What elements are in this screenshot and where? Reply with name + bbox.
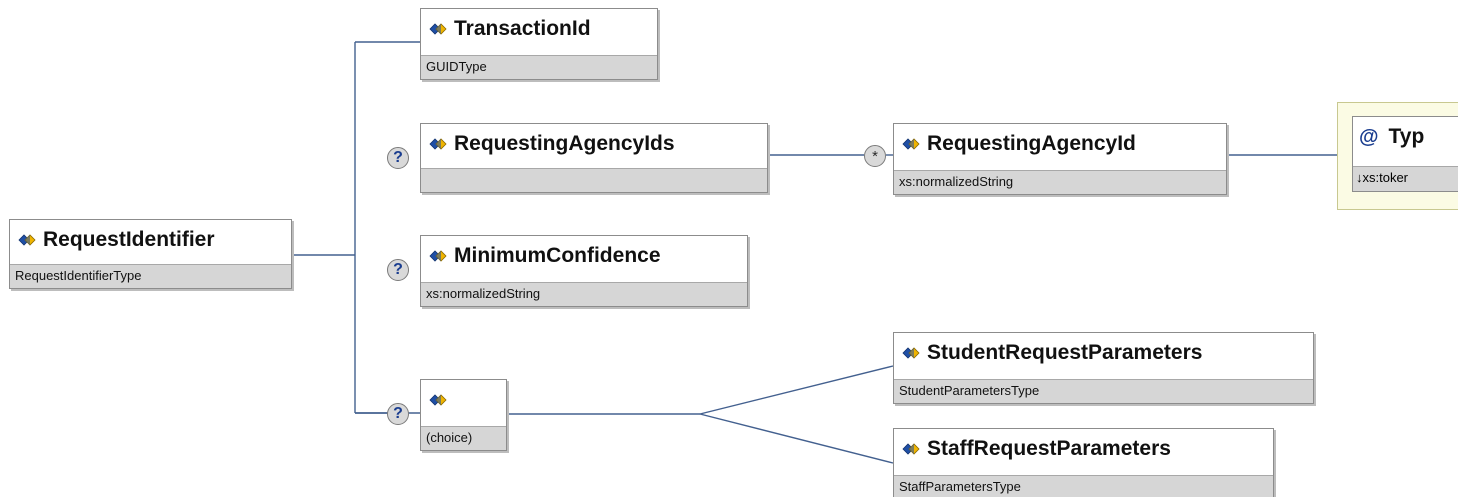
node-type: xs:normalizedString — [894, 170, 1226, 194]
node-title — [421, 380, 506, 420]
node-transaction-id[interactable]: TransactionId GUIDType — [420, 8, 658, 80]
node-title: RequestingAgencyIds — [421, 124, 767, 164]
node-minimum-confidence[interactable]: MinimumConfidence xs:normalizedString — [420, 235, 748, 307]
node-label: RequestingAgencyId — [927, 132, 1136, 155]
connector-line — [699, 413, 894, 464]
node-student-request-parameters[interactable]: StudentRequestParameters StudentParamete… — [893, 332, 1314, 404]
optional-badge: ? — [387, 147, 409, 169]
attribute-label: Typ — [1388, 125, 1425, 148]
node-title: TransactionId — [421, 9, 657, 49]
node-type: RequestIdentifierType — [10, 264, 291, 288]
node-label: RequestingAgencyIds — [454, 132, 675, 155]
node-title: RequestIdentifier — [10, 220, 291, 260]
node-title: StudentRequestParameters — [894, 333, 1313, 373]
element-icon — [902, 442, 920, 456]
optional-badge: ? — [387, 403, 409, 425]
element-icon — [18, 233, 36, 247]
element-icon — [429, 249, 447, 263]
node-type: (choice) — [421, 426, 506, 450]
node-label: MinimumConfidence — [454, 244, 661, 267]
element-icon — [429, 22, 447, 36]
connector-line — [699, 365, 894, 415]
element-icon — [902, 137, 920, 151]
attribute-type: ↓xs:toker — [1353, 166, 1458, 191]
node-attribute-type[interactable]: @ Typ ↓xs:toker — [1352, 116, 1458, 192]
node-label: RequestIdentifier — [43, 228, 215, 251]
node-title: MinimumConfidence — [421, 236, 747, 276]
node-choice[interactable]: (choice) — [420, 379, 507, 451]
node-type: StudentParametersType — [894, 379, 1313, 403]
node-title: StaffRequestParameters — [894, 429, 1273, 469]
node-type — [421, 168, 767, 192]
element-icon — [429, 137, 447, 151]
node-requesting-agency-ids[interactable]: RequestingAgencyIds — [420, 123, 768, 193]
node-requesting-agency-id[interactable]: RequestingAgencyId xs:normalizedString — [893, 123, 1227, 195]
repeat-badge: * — [864, 145, 886, 167]
attribute-title: @ Typ — [1353, 117, 1458, 157]
node-title: RequestingAgencyId — [894, 124, 1226, 164]
node-type: GUIDType — [421, 55, 657, 79]
element-icon — [902, 346, 920, 360]
attribute-icon: @ — [1359, 125, 1379, 148]
element-icon — [429, 393, 447, 407]
node-type: StaffParametersType — [894, 475, 1273, 497]
node-label: StaffRequestParameters — [927, 437, 1171, 460]
node-type: xs:normalizedString — [421, 282, 747, 306]
node-label: TransactionId — [454, 17, 591, 40]
node-request-identifier[interactable]: RequestIdentifier RequestIdentifierType — [9, 219, 292, 289]
attribute-group: @ Typ ↓xs:toker — [1337, 102, 1458, 210]
node-staff-request-parameters[interactable]: StaffRequestParameters StaffParametersTy… — [893, 428, 1274, 497]
node-label: StudentRequestParameters — [927, 341, 1203, 364]
optional-badge: ? — [387, 259, 409, 281]
